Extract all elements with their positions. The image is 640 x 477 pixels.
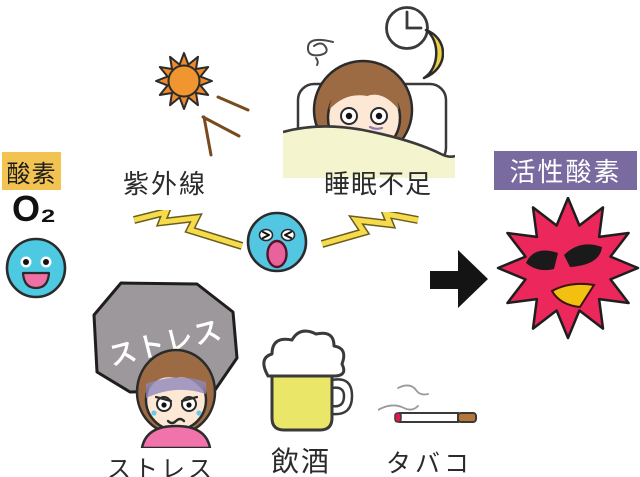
- shocked-face-icon: [246, 211, 308, 273]
- cigarette-lit-tip: [394, 412, 402, 423]
- arrow-right-icon: [430, 250, 488, 308]
- mug-body: [270, 364, 334, 432]
- stress-label: ストレス: [107, 456, 215, 477]
- clock-icon: [385, 6, 429, 50]
- monster-body: [496, 197, 640, 340]
- tired-eyes: [338, 107, 388, 130]
- alcohol-label: 飲酒: [271, 446, 332, 477]
- beer-foam: [262, 329, 346, 378]
- shocked-face-eyes: [258, 228, 296, 242]
- tear-left: [151, 410, 157, 416]
- beer-mug-icon: [262, 329, 354, 432]
- moon-icon: [422, 28, 444, 80]
- girl-eyes: [154, 395, 199, 412]
- monster-right-eye: [564, 244, 602, 267]
- smoke-wisps: [378, 384, 429, 411]
- sun-core: [167, 64, 201, 98]
- sleep-deprivation-label: 睡眠不足: [324, 169, 433, 199]
- cigarette-body: [399, 412, 459, 423]
- girl-frown: [166, 417, 186, 425]
- tobacco-label: タバコ: [386, 450, 474, 477]
- tear-right: [196, 410, 202, 416]
- cigarette-filter: [457, 412, 477, 423]
- oxygen-face-icon: [5, 237, 67, 299]
- blanket: [283, 126, 455, 178]
- forehead-shadow: [146, 377, 206, 398]
- sleeping-person-illustration: [283, 59, 455, 178]
- oxygen-face-head: [5, 237, 67, 299]
- lightning-right-icon: [320, 212, 419, 248]
- oxygen-face-eyes: [20, 256, 52, 268]
- monster-mouth: [550, 282, 596, 309]
- mug-handle: [330, 378, 354, 416]
- oxygen-formula: O₂: [12, 188, 56, 229]
- reactive-oxygen-monster-icon: [496, 197, 640, 340]
- shocked-face-mouth: [266, 239, 288, 269]
- lightning-left-icon: [133, 210, 244, 250]
- oxygen-face-mouth: [21, 271, 51, 290]
- reactive-oxygen-tag: 活性酸素: [494, 151, 637, 190]
- monster-left-eye: [526, 250, 558, 271]
- sun-icon: [155, 52, 250, 157]
- dizzy-scribble-icon: [306, 38, 334, 66]
- cigarette-icon: [378, 384, 477, 423]
- oxygen-tag: 酸素: [2, 152, 61, 190]
- fringe: [329, 78, 399, 110]
- uv-rays: [201, 95, 250, 157]
- blanket-edge: [283, 125, 455, 158]
- girl-shirt: [140, 424, 212, 448]
- uv-label: 紫外線: [123, 169, 208, 199]
- girl-fringe: [148, 362, 204, 392]
- stressed-person-illustration: ストレス: [92, 281, 239, 448]
